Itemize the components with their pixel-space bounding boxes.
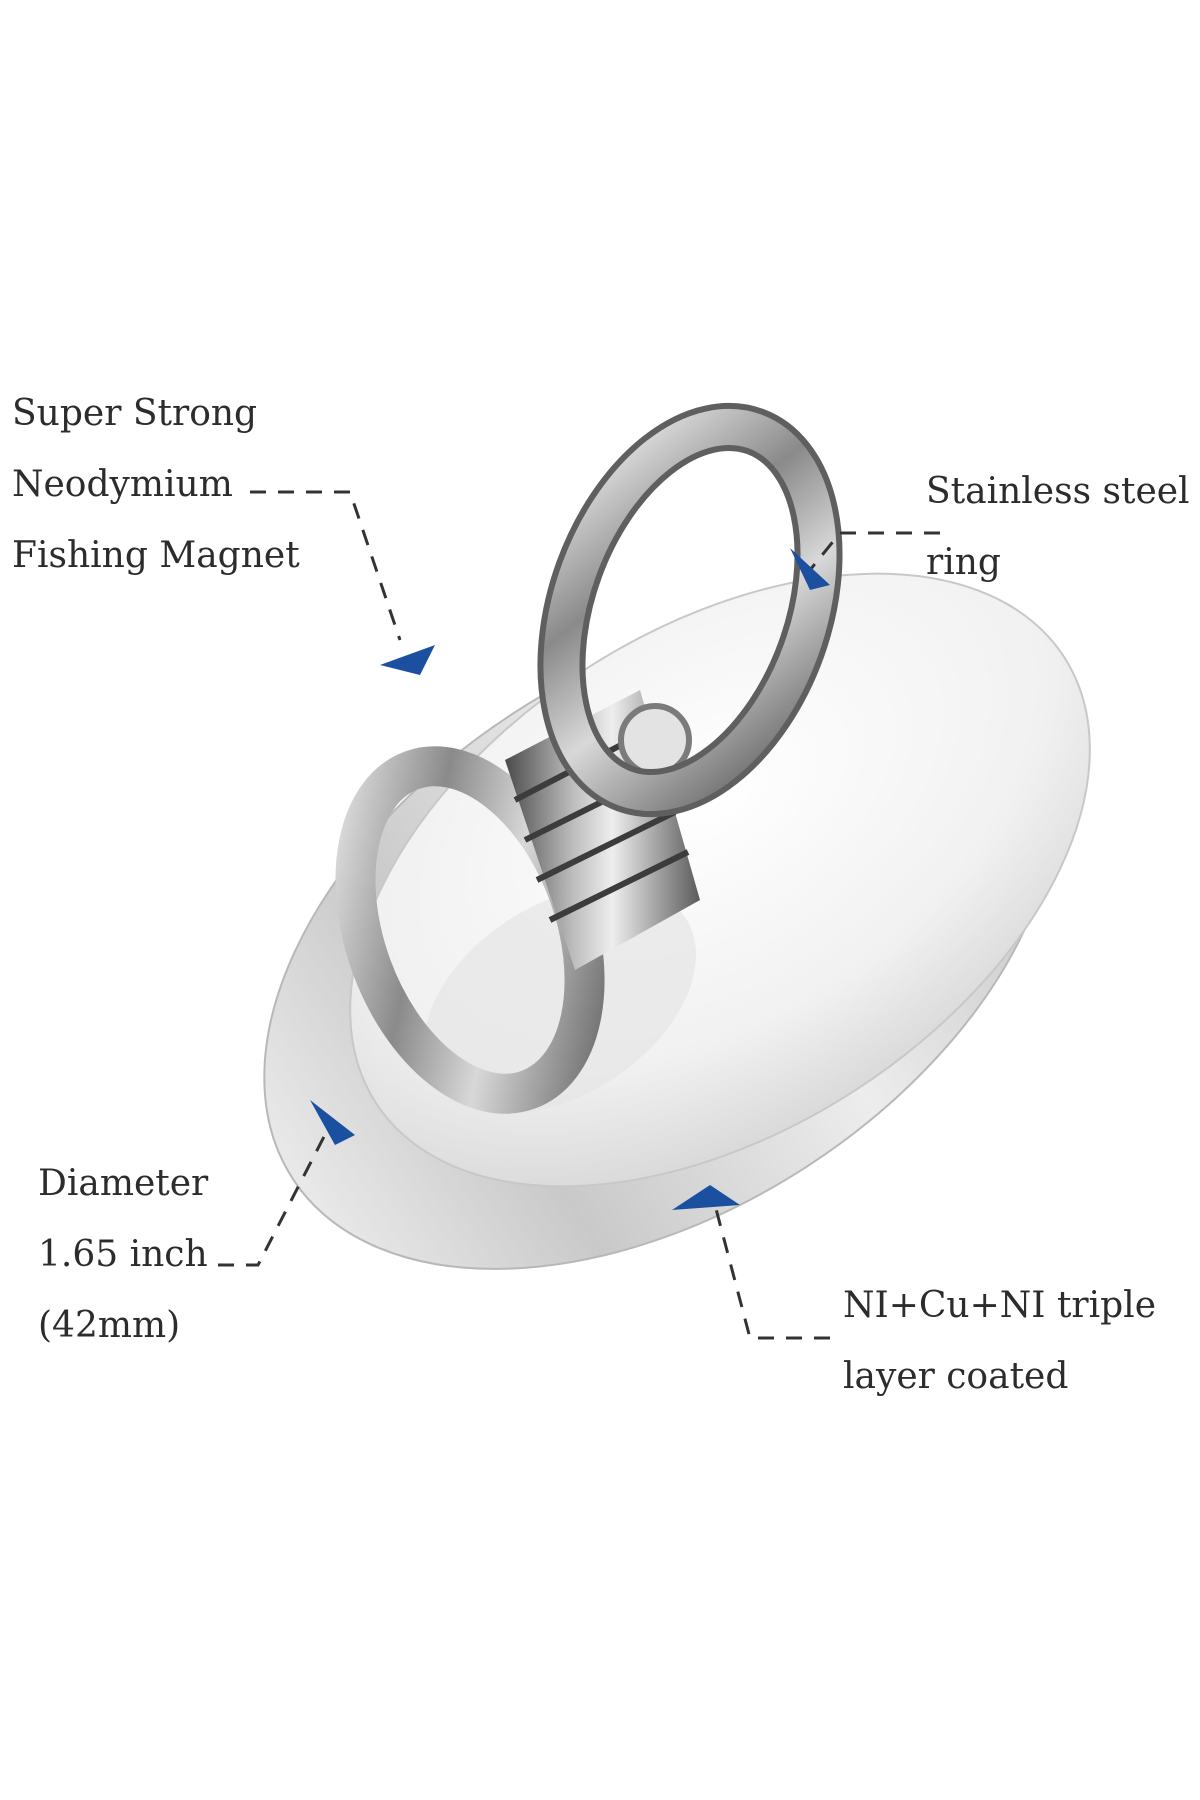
callout-magnet-line3: Fishing Magnet [12, 535, 300, 576]
leader-ring [808, 531, 940, 571]
callout-coating: NI+Cu+NI triple layer coated [843, 1270, 1156, 1412]
callout-coating-line1: NI+Cu+NI triple [843, 1285, 1156, 1326]
leader-lines [218, 490, 940, 1340]
callout-ring-line1: Stainless steel [926, 471, 1190, 512]
leader-coating [713, 1204, 830, 1340]
stainless-ring [537, 402, 843, 818]
callout-coating-line2: layer coated [843, 1356, 1069, 1397]
callout-diameter-line2: 1.65 inch [38, 1234, 208, 1275]
callout-ring-material: Stainless steel ring [926, 456, 1190, 598]
arrow-head-icon [790, 548, 830, 590]
callout-magnet-type: Super Strong Neodymium Fishing Magnet [12, 378, 300, 591]
callout-diameter-line3: (42mm) [38, 1305, 181, 1346]
arrow-head-icon [310, 1100, 355, 1145]
leader-diameter [218, 1124, 332, 1267]
callout-magnet-line2: Neodymium [12, 464, 233, 505]
callout-diameter: Diameter 1.65 inch (42mm) [38, 1148, 208, 1361]
callout-diameter-line1: Diameter [38, 1163, 209, 1204]
callout-magnet-line1: Super Strong [12, 393, 258, 434]
arrow-heads [310, 548, 830, 1210]
leader-magnet [250, 490, 402, 641]
callout-ring-line2: ring [926, 542, 1001, 583]
arrow-head-icon [380, 645, 435, 675]
arrow-head-icon [672, 1185, 740, 1210]
